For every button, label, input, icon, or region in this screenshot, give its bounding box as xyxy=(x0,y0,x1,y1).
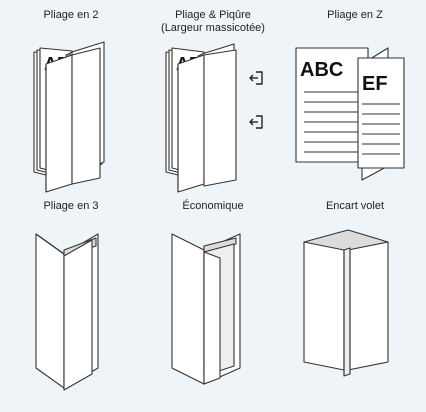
fold-option-label: Pliage en Z xyxy=(327,9,383,21)
fold-option-saddle-stitch[interactable]: Pliage & Piqûre (Largeur massicotée) AB xyxy=(142,0,284,200)
fold-option-label: Encart volet xyxy=(325,200,385,212)
z-fold-illustration: ABC EF xyxy=(295,47,405,181)
front-panel-letters: EF xyxy=(362,73,388,95)
fold-option-half-fold[interactable]: Pliage en 2 AB xyxy=(0,0,142,200)
gate-fold-illustration xyxy=(303,229,389,377)
staple-icon xyxy=(249,71,263,129)
fold-option-label: Pliage & Piqûre xyxy=(175,9,251,21)
fold-option-z-fold[interactable]: Pliage en Z ABC EF xyxy=(284,0,426,200)
half-fold-illustration: AB xyxy=(33,41,105,193)
back-panel-letters: ABC xyxy=(300,59,343,81)
fold-option-economy-fold[interactable]: Économique xyxy=(142,200,284,412)
fold-option-label: Économique xyxy=(182,200,244,212)
fold-option-tri-fold[interactable]: Pliage en 3 xyxy=(0,200,142,412)
fold-option-label: Pliage en 3 xyxy=(43,200,99,212)
fold-option-sublabel: (Largeur massicotée) xyxy=(161,22,265,34)
economy-fold-illustration xyxy=(171,233,241,385)
fold-option-label: Pliage en 2 xyxy=(43,9,99,21)
fold-option-gate-fold[interactable]: Encart volet xyxy=(284,200,426,412)
saddle-stitch-illustration: AB xyxy=(165,43,263,193)
tri-fold-illustration xyxy=(35,233,99,391)
